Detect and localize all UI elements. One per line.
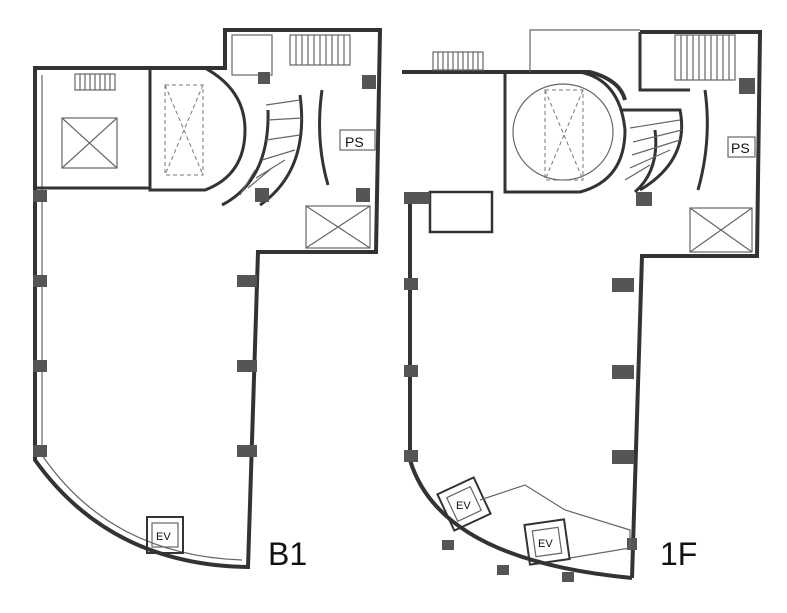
b1-floor-label: B1	[268, 536, 307, 572]
b1-spiral-stair	[221, 94, 304, 207]
b1-shaft	[305, 205, 371, 249]
floor-plan-b1: PS EV B1	[33, 28, 383, 572]
1f-elevator-1: EV	[436, 476, 492, 532]
b1-atrium	[148, 66, 247, 192]
1f-atrium	[503, 70, 627, 194]
b1-ps-room	[339, 129, 376, 151]
1f-ps-label: PS	[731, 140, 750, 156]
svg-text:EV: EV	[538, 538, 553, 550]
b1-columns	[33, 72, 376, 457]
1f-columns	[404, 78, 755, 582]
b1-elevator: EV	[146, 516, 184, 554]
1f-elevator-2: EV	[523, 518, 571, 566]
b1-ps-label: PS	[345, 134, 364, 150]
1f-spiral-stair	[620, 108, 684, 194]
b1-void-room	[33, 66, 152, 190]
floor-plan-1f: PS EV EV	[402, 29, 763, 582]
b1-inner-wall	[41, 75, 243, 561]
1f-small-room	[428, 190, 494, 234]
b1-void	[61, 117, 118, 169]
1f-curved-wall	[408, 200, 633, 580]
1f-shaft	[689, 207, 753, 253]
b1-outer-wall	[33, 28, 383, 570]
1f-ps-room	[727, 136, 756, 158]
1f-outer-wall	[402, 30, 763, 579]
1f-floor-label: 1F	[660, 536, 697, 572]
svg-text:EV: EV	[156, 531, 171, 543]
svg-text:EV: EV	[456, 500, 471, 512]
